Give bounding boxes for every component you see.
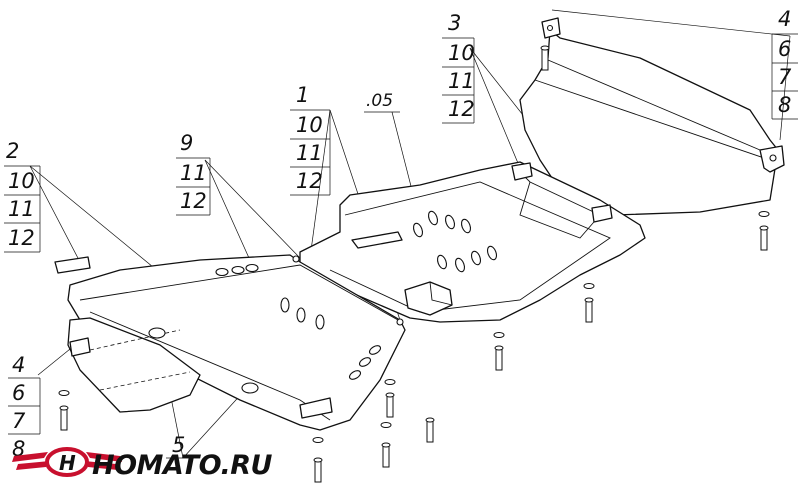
callout-3: 3 (448, 11, 461, 35)
logo-text: HOMATO.RU (92, 450, 273, 481)
upper-guard-part (519, 17, 785, 216)
bolt-upper-left (540, 45, 550, 71)
callout-4-right: 4 (778, 7, 791, 31)
bolt-center-2 (494, 345, 504, 371)
callout-group-2: 2 10 11 12 (4, 139, 41, 253)
callout-12-g9: 12 (180, 189, 207, 213)
callout-2: 2 (6, 139, 19, 163)
callout-7-left: 7 (12, 409, 26, 433)
callout-10-g3: 10 (448, 41, 475, 65)
callout-group-05: .05 (364, 91, 400, 113)
callout-8-left: 8 (12, 437, 25, 461)
bolt-right-1 (759, 225, 769, 251)
logo-wing-left (12, 452, 48, 462)
homato-logo: H HOMATO.RU (12, 447, 273, 481)
callout-10: 10 (8, 169, 35, 193)
callout-11-g1: 11 (296, 141, 323, 165)
bolt-left-4 (59, 405, 69, 431)
logo-wing-left-2 (16, 461, 50, 470)
left-skid-plate (54, 254, 406, 431)
center-skid-plate (299, 161, 646, 323)
callout-group-4-right: 4 6 7 8 (771, 7, 798, 120)
callout-4-left: 4 (12, 353, 25, 377)
callout-11: 11 (8, 197, 35, 221)
callout-11-g9: 11 (180, 161, 207, 185)
logo-emblem-letter: H (59, 451, 76, 475)
callout-8-right: 8 (778, 93, 791, 117)
callout-05: .05 (366, 91, 393, 111)
callout-5: 5 (172, 433, 185, 457)
bolt-left-1 (385, 392, 395, 418)
logo-wing-right (86, 452, 122, 462)
bolt-center-3 (425, 417, 435, 443)
fasteners (58, 45, 770, 483)
callout-group-9: 9 11 12 (176, 131, 211, 216)
bolt-left-3 (313, 457, 323, 483)
callout-group-5: 5 (166, 433, 200, 459)
callout-group-4-left: 4 6 7 8 (8, 353, 41, 461)
callout-12: 12 (8, 226, 35, 250)
callout-12-g1: 12 (296, 169, 323, 193)
callout-group-3: 3 10 11 12 (442, 11, 475, 124)
logo-emblem (45, 447, 89, 477)
bolt-center-1 (584, 297, 594, 323)
callout-6-right: 6 (778, 37, 791, 61)
callout-group-1: 1 10 11 12 (290, 83, 331, 196)
callout-7-right: 7 (778, 65, 792, 89)
callout-12-g3: 12 (448, 97, 475, 121)
callout-10-g1: 10 (296, 113, 323, 137)
logo-wing-right-2 (84, 461, 118, 470)
callout-6-left: 6 (12, 381, 25, 405)
callout-11-g3: 11 (448, 69, 475, 93)
bolt-left-2 (381, 442, 391, 468)
callout-9: 9 (180, 131, 193, 155)
callout-1: 1 (296, 83, 309, 107)
